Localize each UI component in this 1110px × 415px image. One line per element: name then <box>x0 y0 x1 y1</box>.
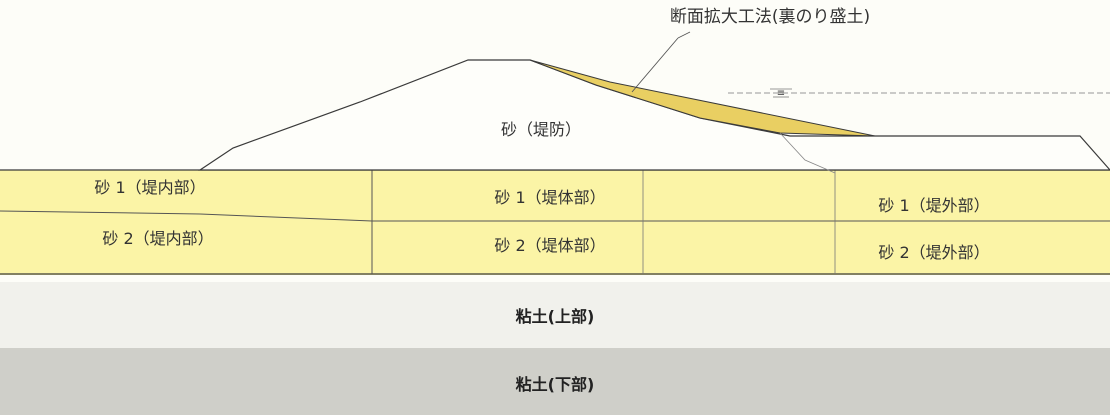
sand2-outer-label: 砂 2（堤外部） <box>878 243 989 262</box>
clay-upper-label: 粘土(上部) <box>516 307 595 326</box>
inner-sand-boundary <box>0 210 201 215</box>
sand2-inner-label: 砂 2（堤内部） <box>102 229 213 248</box>
sand2-body-label: 砂 2（堤体部） <box>494 236 605 255</box>
inner-sand-boundary-slope <box>199 213 373 222</box>
sand1-body-label: 砂 1（堤体部） <box>494 188 605 207</box>
sand1-outer-label: 砂 1（堤外部） <box>878 196 989 215</box>
clay-lower-layer <box>0 348 1110 415</box>
sand-layers-band <box>0 170 1110 275</box>
callout-label: 断面拡大工法(裏のり盛土) <box>670 6 870 27</box>
water-level-symbol: ≡ <box>777 88 785 99</box>
clay-upper-layer <box>0 282 1110 348</box>
clay-lower-label: 粘土(下部) <box>516 375 595 394</box>
callout-leader <box>631 37 679 93</box>
callout-leader-end <box>677 31 691 39</box>
sand1-inner-label: 砂 1（堤内部） <box>94 178 205 197</box>
toe-guide-line <box>779 132 836 174</box>
embankment-label: 砂（堤防） <box>501 120 581 139</box>
